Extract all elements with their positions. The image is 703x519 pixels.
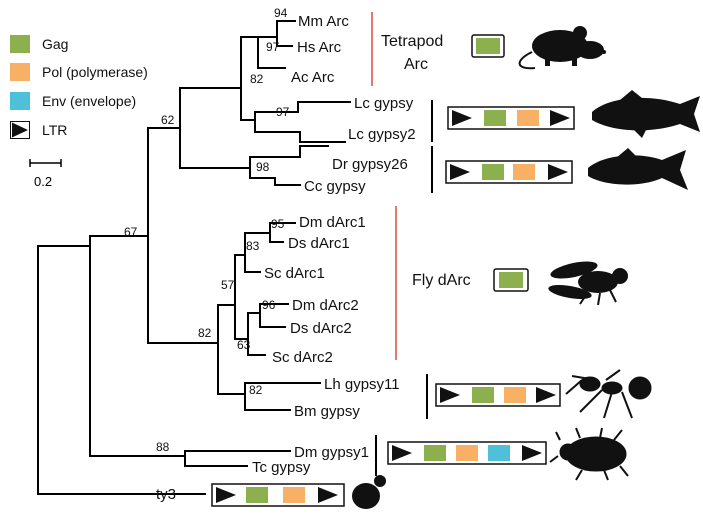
fish-icon [592,90,700,138]
bootstrap-value: 57 [221,278,235,292]
branch-node-95 [269,222,296,243]
clade-label-fly: Fly dArc [412,272,471,289]
bootstrap-value: 83 [246,239,260,253]
bootstrap-value: 96 [262,298,276,312]
branch-drcc [274,145,329,186]
pol-swatch [10,63,30,81]
bootstrap-value: 94 [274,6,288,20]
taxon-label: ty3 [156,486,176,503]
clade-bars [371,12,433,476]
taxon-label: Lc gypsy2 [348,126,416,143]
legend-label: Pol (polymerase) [42,64,148,80]
taxon-label: Mm Arc [298,13,349,30]
taxon-label: Dm gypsy1 [294,444,369,461]
genome-dr [445,160,573,184]
branch-node-97b [254,111,301,133]
clade-label-tetrapod-2: Arc [404,56,428,73]
branch-node-97a [257,36,286,69]
branch-node-57 [234,254,249,340]
scale-bar: 0.2 [29,159,62,189]
taxon-labels: Mm Arc Hs Arc Ac Arc Lc gypsy Lc gypsy2 … [156,13,416,503]
branch-node-63 [247,312,266,356]
taxon-label: Sc dArc2 [272,349,333,366]
taxon-label: Tc gypsy [252,459,311,476]
gag-swatch [10,35,30,53]
bootstrap-value: 63 [237,338,251,352]
branch-lc [297,101,351,143]
bootstrap-value: 95 [271,217,285,231]
bootstrap-value: 97 [266,40,280,54]
taxon-label: Bm gypsy [294,403,360,420]
tree-branches [37,20,351,495]
legend-label: LTR [42,122,68,138]
taxon-label: Lh gypsy11 [324,376,400,393]
bootstrap-value: 88 [156,440,170,454]
bootstrap-value: 82 [198,326,212,340]
ant-icon [565,369,652,419]
genome-lh [435,383,561,407]
bootstrap-value: 82 [250,72,264,86]
bootstrap-values: 94 97 82 97 98 62 95 83 57 96 63 82 82 6… [124,6,290,454]
legend-label: Gag [42,36,69,52]
branch-node-82a [179,87,251,169]
branch-node-83 [244,232,271,273]
branch-node-62 [147,127,219,344]
taxon-label: Hs Arc [297,39,342,56]
legend-env: Env (envelope) [10,92,136,110]
scale-bar-label: 0.2 [34,174,52,189]
fish-icon [588,148,688,190]
bootstrap-value: 62 [161,113,175,127]
bootstrap-value: 67 [124,225,138,239]
bootstrap-value: 98 [256,160,270,174]
env-swatch [10,92,30,110]
legend-gag: Gag [10,35,68,53]
clade-label-tetrapod-1: Tetrapod [381,33,443,50]
taxon-label: Dm dArc1 [299,214,366,231]
taxon-label: Dm dArc2 [292,297,359,314]
branch-node-82b [240,36,259,121]
taxon-label: Lc gypsy [354,95,414,112]
branch-node-98 [249,156,301,179]
taxon-label: Cc gypsy [304,178,366,195]
taxon-label: Ac Arc [291,69,335,86]
taxon-label: Sc dArc1 [264,265,325,282]
bootstrap-value: 97 [276,105,290,119]
genome-fly [493,268,529,292]
mouse-icon [518,26,606,70]
branch-node-96 [259,303,289,328]
taxon-label: Dr gypsy26 [332,156,408,173]
bootstrap-value: 82 [249,383,263,397]
legend-pol: Pol (polymerase) [10,63,148,81]
genome-tetrapod [471,34,505,58]
genome-lc [447,106,575,130]
legend-ltr: LTR [10,121,67,139]
genome-ty3 [211,483,345,507]
branch-node-67 [89,235,186,457]
beetle-icon [549,427,629,481]
taxon-label: Ds dArc2 [290,320,352,337]
fly-icon [548,261,628,306]
branch-node-88 [184,450,291,467]
branch-node-82d [244,382,301,411]
legend-label: Env (envelope) [42,93,137,109]
clade-labels: Tetrapod Arc Fly dArc [381,33,471,289]
branch-node-82c [217,304,246,395]
ltr-swatch [10,121,30,139]
branch-node-94 [276,20,296,47]
branch-root [37,245,206,495]
yeast-icon [352,475,386,509]
genome-dm [387,441,547,465]
taxon-label: Ds dArc1 [288,235,350,252]
